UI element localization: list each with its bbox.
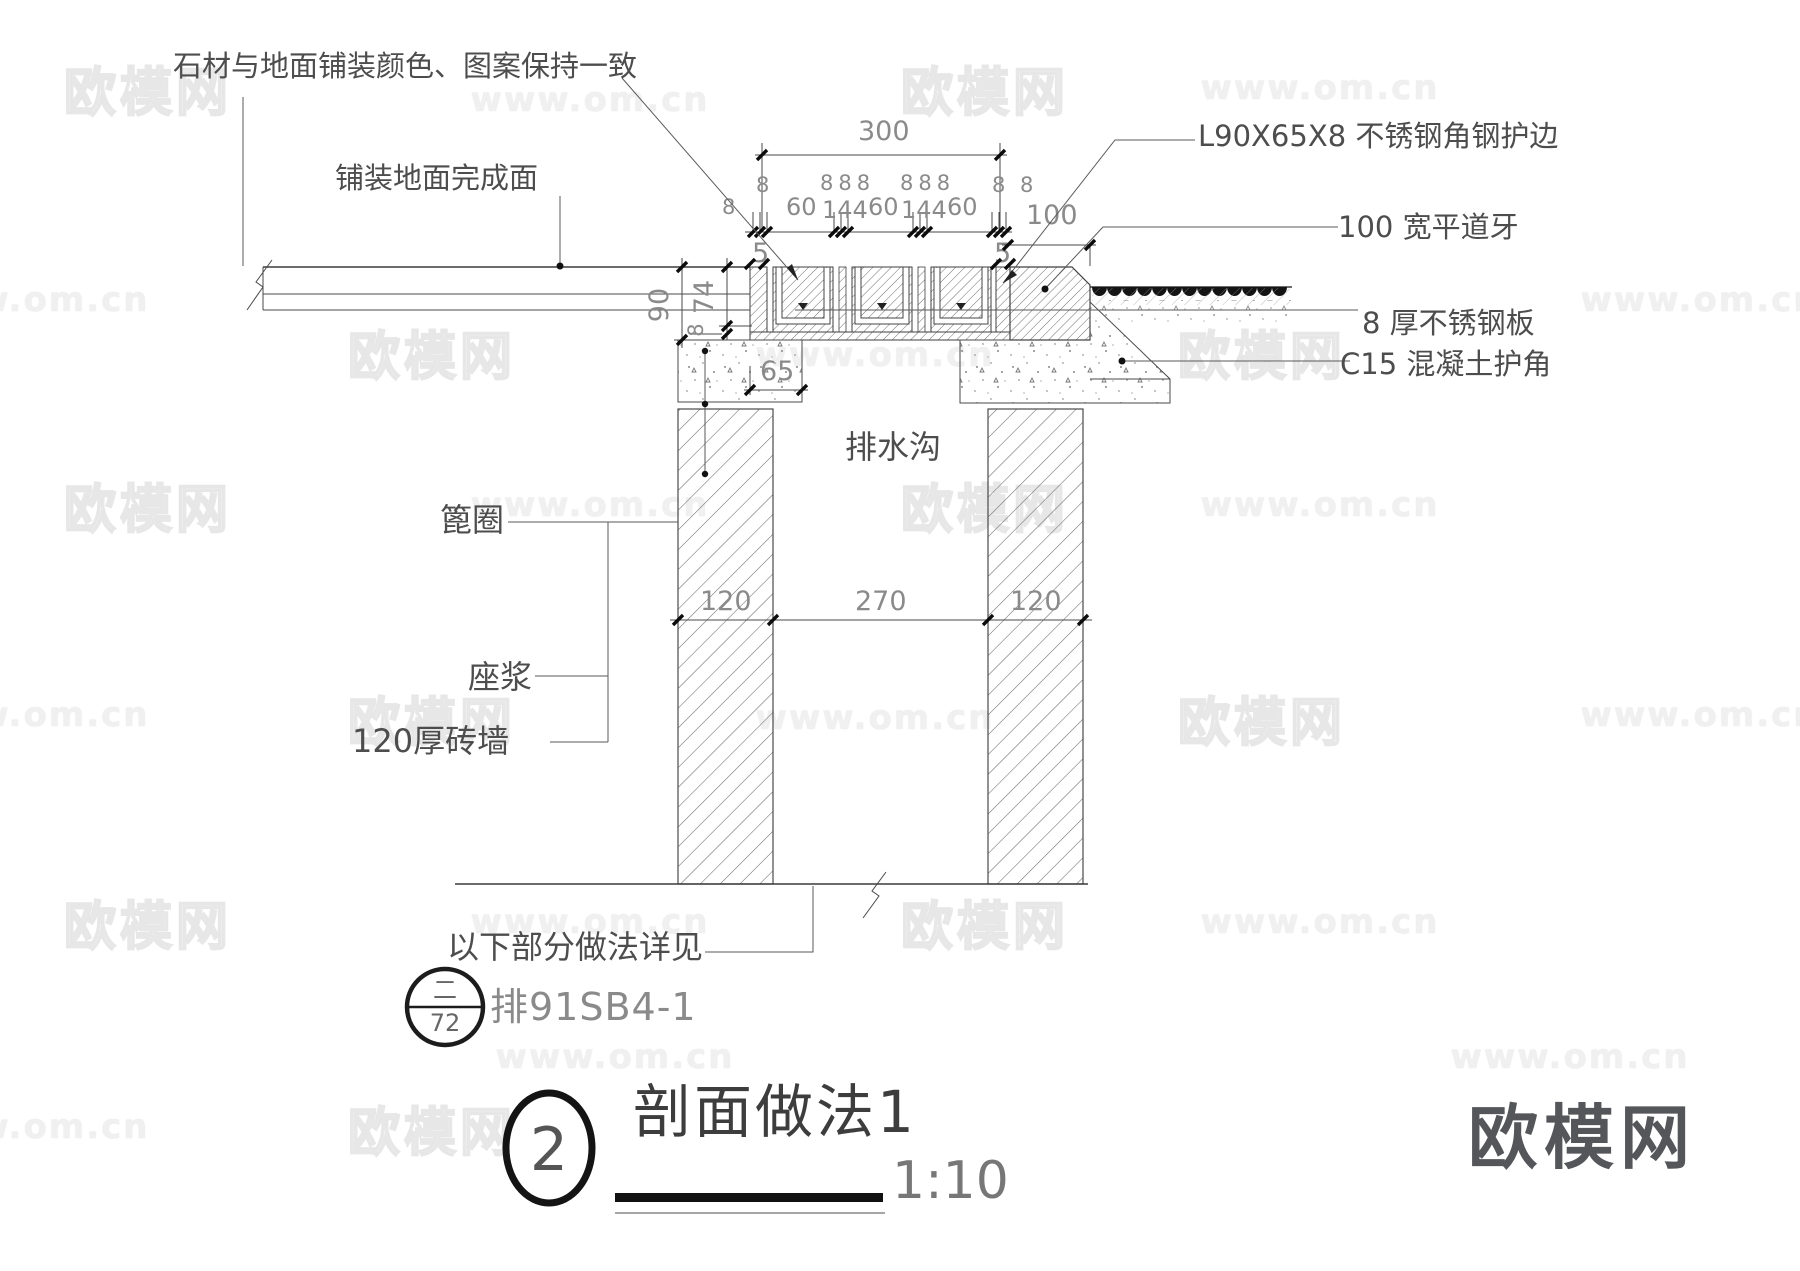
grate-block-1	[772, 266, 834, 333]
grate-bar-1	[838, 266, 847, 333]
note-stone-match: 石材与地面铺装颜色、图案保持一致	[173, 49, 637, 83]
dim-270: 270	[855, 586, 907, 617]
title-block: 2 剖面做法1 1:10	[502, 1078, 1009, 1214]
brick-wall-left	[677, 408, 774, 885]
note-steel-plate: 8 厚不锈钢板	[1362, 306, 1535, 340]
break-mark-bottom	[862, 871, 887, 919]
site-logo: 欧模网	[1468, 1097, 1696, 1179]
dim-90: 90	[644, 288, 675, 322]
note-brick-wall: 120厚砖墙	[352, 722, 509, 760]
dimension-120-270-120: 120 270 120	[670, 586, 1092, 627]
dimension-65: 65	[743, 356, 809, 397]
concrete-corner-right	[959, 300, 1171, 404]
mortar-joints	[678, 401, 1083, 410]
title-text: 剖面做法1	[633, 1078, 917, 1146]
dim-100: 100	[1026, 200, 1078, 231]
note-mortar: 座浆	[468, 658, 532, 696]
dim-144-a: 144	[822, 196, 868, 224]
note-drain: 排水沟	[845, 428, 941, 466]
dim-8-a: 8	[756, 173, 769, 197]
curb-block	[1009, 266, 1091, 341]
title-underline-thick	[615, 1193, 883, 1202]
ground-surface-right	[1090, 286, 1292, 322]
dim-8-v: 8	[684, 323, 708, 336]
title-number: 2	[530, 1115, 568, 1185]
dimension-row-small: 8 8 888 888 8 8 60 144 60 144 60 5 5	[722, 171, 1037, 271]
note-concrete-corner: C15 混凝土护角	[1340, 347, 1551, 381]
grate-block-2	[851, 266, 913, 333]
detail-reference: 二 72 排91SB4-1	[404, 966, 697, 1048]
dim-5-left: 5	[752, 238, 769, 269]
break-mark-left	[246, 259, 273, 311]
dim-74: 74	[689, 280, 720, 314]
ref-bottom: 72	[430, 1009, 461, 1037]
dim-60-b: 60	[868, 193, 899, 221]
dim-888-a: 888	[820, 171, 875, 195]
dim-300: 300	[858, 116, 910, 147]
title-scale: 1:10	[892, 1151, 1009, 1211]
dim-120-right: 120	[1010, 586, 1062, 617]
grate-bar-2	[917, 266, 926, 333]
dimension-100: 100	[1001, 200, 1097, 266]
dimension-300: 300	[755, 116, 1007, 230]
dim-120-left: 120	[700, 586, 752, 617]
dim-8-pair: 8 8	[992, 173, 1037, 197]
concrete-seat-left	[677, 339, 803, 403]
note-grate-ring: 篦圈	[440, 501, 504, 539]
dim-888-b: 888	[900, 171, 955, 195]
annotations: 石材与地面铺装颜色、图案保持一致 铺装地面完成面 L90X65X8 不锈钢角钢护…	[173, 49, 1558, 966]
ref-code: 排91SB4-1	[490, 985, 697, 1029]
drain-grate-section	[749, 266, 1091, 341]
brick-wall-right	[987, 408, 1084, 885]
dim-60-a: 60	[786, 193, 817, 221]
dim-8-outer: 8	[722, 195, 735, 219]
dim-144-b: 144	[901, 196, 947, 224]
dim-60-c: 60	[947, 193, 978, 221]
note-curb: 100 宽平道牙	[1338, 210, 1519, 244]
note-paving-finish: 铺装地面完成面	[335, 161, 538, 195]
grate-block-3	[930, 266, 992, 333]
note-angle-steel: L90X65X8 不锈钢角钢护边	[1198, 119, 1558, 153]
ref-top: 二	[433, 976, 457, 1004]
dim-65: 65	[760, 356, 794, 387]
note-detail-below: 以下部分做法详见	[447, 928, 703, 966]
leader-lines	[242, 77, 1358, 953]
grate-base-band	[749, 331, 1011, 341]
dimension-90-74-8: 90 74 8	[644, 258, 752, 348]
paving-finish-lines	[246, 259, 750, 311]
